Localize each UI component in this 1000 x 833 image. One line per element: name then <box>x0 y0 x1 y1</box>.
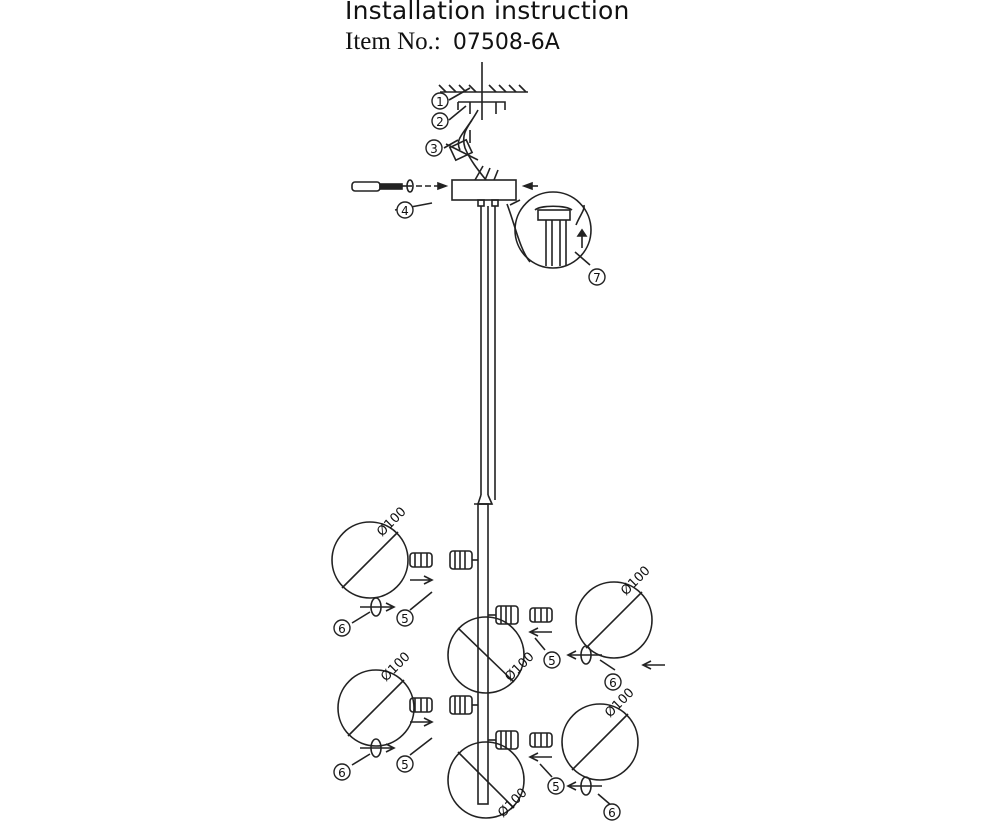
svg-text:6: 6 <box>338 766 346 780</box>
shade-diameter-labels: Ø100 Ø100 Ø100 Ø100 Ø100 Ø100 <box>374 504 653 820</box>
screwdriver-icon <box>351 179 414 193</box>
detail-magnifier <box>506 191 592 269</box>
body-tube <box>474 503 492 805</box>
svg-text:7: 7 <box>593 271 601 285</box>
callout-3: 3 <box>425 139 443 157</box>
glass-shades <box>331 521 653 819</box>
ceiling-mount <box>438 62 528 181</box>
svg-text:3: 3 <box>430 142 438 156</box>
callout-7: 7 <box>588 268 606 286</box>
svg-text:6: 6 <box>338 622 346 636</box>
rotation-icons <box>360 597 602 796</box>
callout-4: 4 <box>396 201 414 219</box>
callout-6: 6 <box>604 673 622 691</box>
suspension-rod <box>476 206 496 505</box>
direction-arrows <box>410 575 665 762</box>
page-title: Installation instruction <box>345 0 630 25</box>
callout-5: 5 <box>547 777 565 795</box>
leader-lines <box>351 87 616 807</box>
shade-label: Ø100 <box>602 685 637 720</box>
callout-6: 6 <box>333 619 351 637</box>
shade-label: Ø100 <box>618 563 653 598</box>
svg-text:6: 6 <box>608 806 616 820</box>
shade-label: Ø100 <box>502 649 537 684</box>
svg-text:4: 4 <box>401 204 409 218</box>
callout-6: 6 <box>333 763 351 781</box>
socket-arms <box>449 550 519 750</box>
callout-5: 5 <box>396 609 414 627</box>
svg-text:2: 2 <box>436 115 444 129</box>
callout-5: 5 <box>396 755 414 773</box>
svg-text:6: 6 <box>609 676 617 690</box>
svg-text:5: 5 <box>401 612 409 626</box>
shade-label: Ø100 <box>495 785 530 820</box>
callout-5: 5 <box>543 651 561 669</box>
item-number-line: Item No.: 07508-6A <box>345 28 560 56</box>
shade-label: Ø100 <box>374 504 409 539</box>
callout-2: 2 <box>431 112 449 130</box>
callout-1: 1 <box>431 92 449 110</box>
callout-6: 6 <box>603 803 621 821</box>
svg-text:5: 5 <box>552 780 560 794</box>
callout-markers: 1 2 3 4 7 5 6 5 6 5 6 5 6 <box>333 92 622 821</box>
svg-text:5: 5 <box>548 654 556 668</box>
svg-text:5: 5 <box>401 758 409 772</box>
item-label: Item No.: <box>345 28 441 55</box>
shade-label: Ø100 <box>378 649 413 684</box>
canopy <box>416 165 538 207</box>
item-number: 07508-6A <box>452 30 560 55</box>
svg-text:1: 1 <box>436 95 444 109</box>
bulbs <box>409 552 553 748</box>
